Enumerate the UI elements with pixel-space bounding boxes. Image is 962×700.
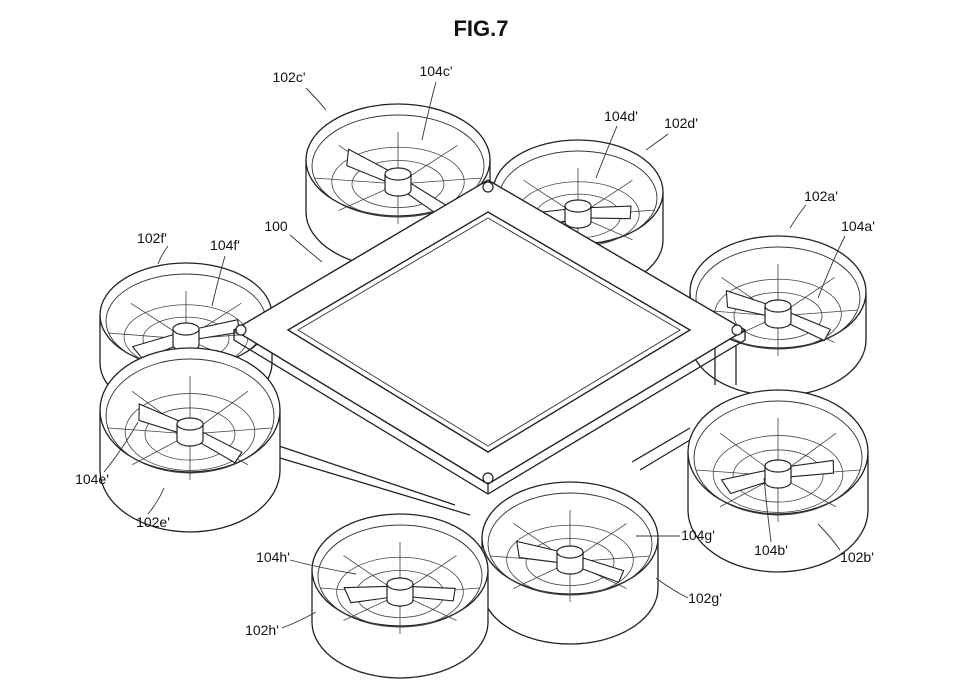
corner-bolt: [235, 324, 247, 336]
rotor-unit-h: [311, 513, 489, 679]
motor-cap: [764, 459, 792, 473]
rotor-units-front: [99, 347, 869, 679]
label-104e: 104e': [75, 471, 109, 487]
rotor-unit-e: [99, 347, 281, 533]
motor-cap: [556, 545, 584, 559]
rotor-unit-a: [689, 235, 867, 397]
figure-title: FIG.7: [453, 16, 508, 41]
label-104c: 104c': [419, 63, 452, 79]
guard-spoke: [313, 177, 399, 185]
body-inner-panel: [286, 211, 692, 453]
label-102h: 102h': [245, 622, 279, 638]
motor-cap: [564, 199, 592, 213]
label-102c: 102c': [272, 69, 305, 85]
label-102b: 102b': [840, 549, 874, 565]
rotor-unit-b: [687, 389, 869, 573]
motor-cap: [384, 167, 412, 181]
corner-bolt: [482, 181, 494, 193]
arms: [269, 345, 737, 516]
label-102e: 102e': [136, 514, 170, 530]
reference-labels: 102c' 104c' 104d' 102d' 102a' 104a' 100 …: [75, 63, 875, 638]
label-104d: 104d': [604, 108, 638, 124]
central-body: [232, 179, 747, 495]
guard-spoke: [107, 427, 191, 435]
label-102a: 102a': [804, 188, 838, 204]
corner-bolt: [482, 472, 494, 484]
rotor-unit-g: [481, 481, 659, 645]
label-102d: 102d': [664, 115, 698, 131]
motor-cap: [764, 299, 792, 313]
corner-bolt: [731, 324, 743, 336]
motor-cap: [386, 577, 414, 591]
motor-cap: [172, 322, 200, 336]
label-104a: 104a': [841, 218, 875, 234]
label-104g: 104g': [681, 527, 715, 543]
leader-lines: [103, 81, 846, 629]
label-104b: 104b': [754, 542, 788, 558]
label-102f: 102f': [137, 230, 167, 246]
label-104h: 104h': [256, 549, 290, 565]
guard-spoke: [397, 177, 483, 185]
motor-cap: [176, 417, 204, 431]
label-100: 100: [264, 218, 288, 234]
label-104f: 104f': [210, 237, 240, 253]
label-102g: 102g': [688, 590, 722, 606]
